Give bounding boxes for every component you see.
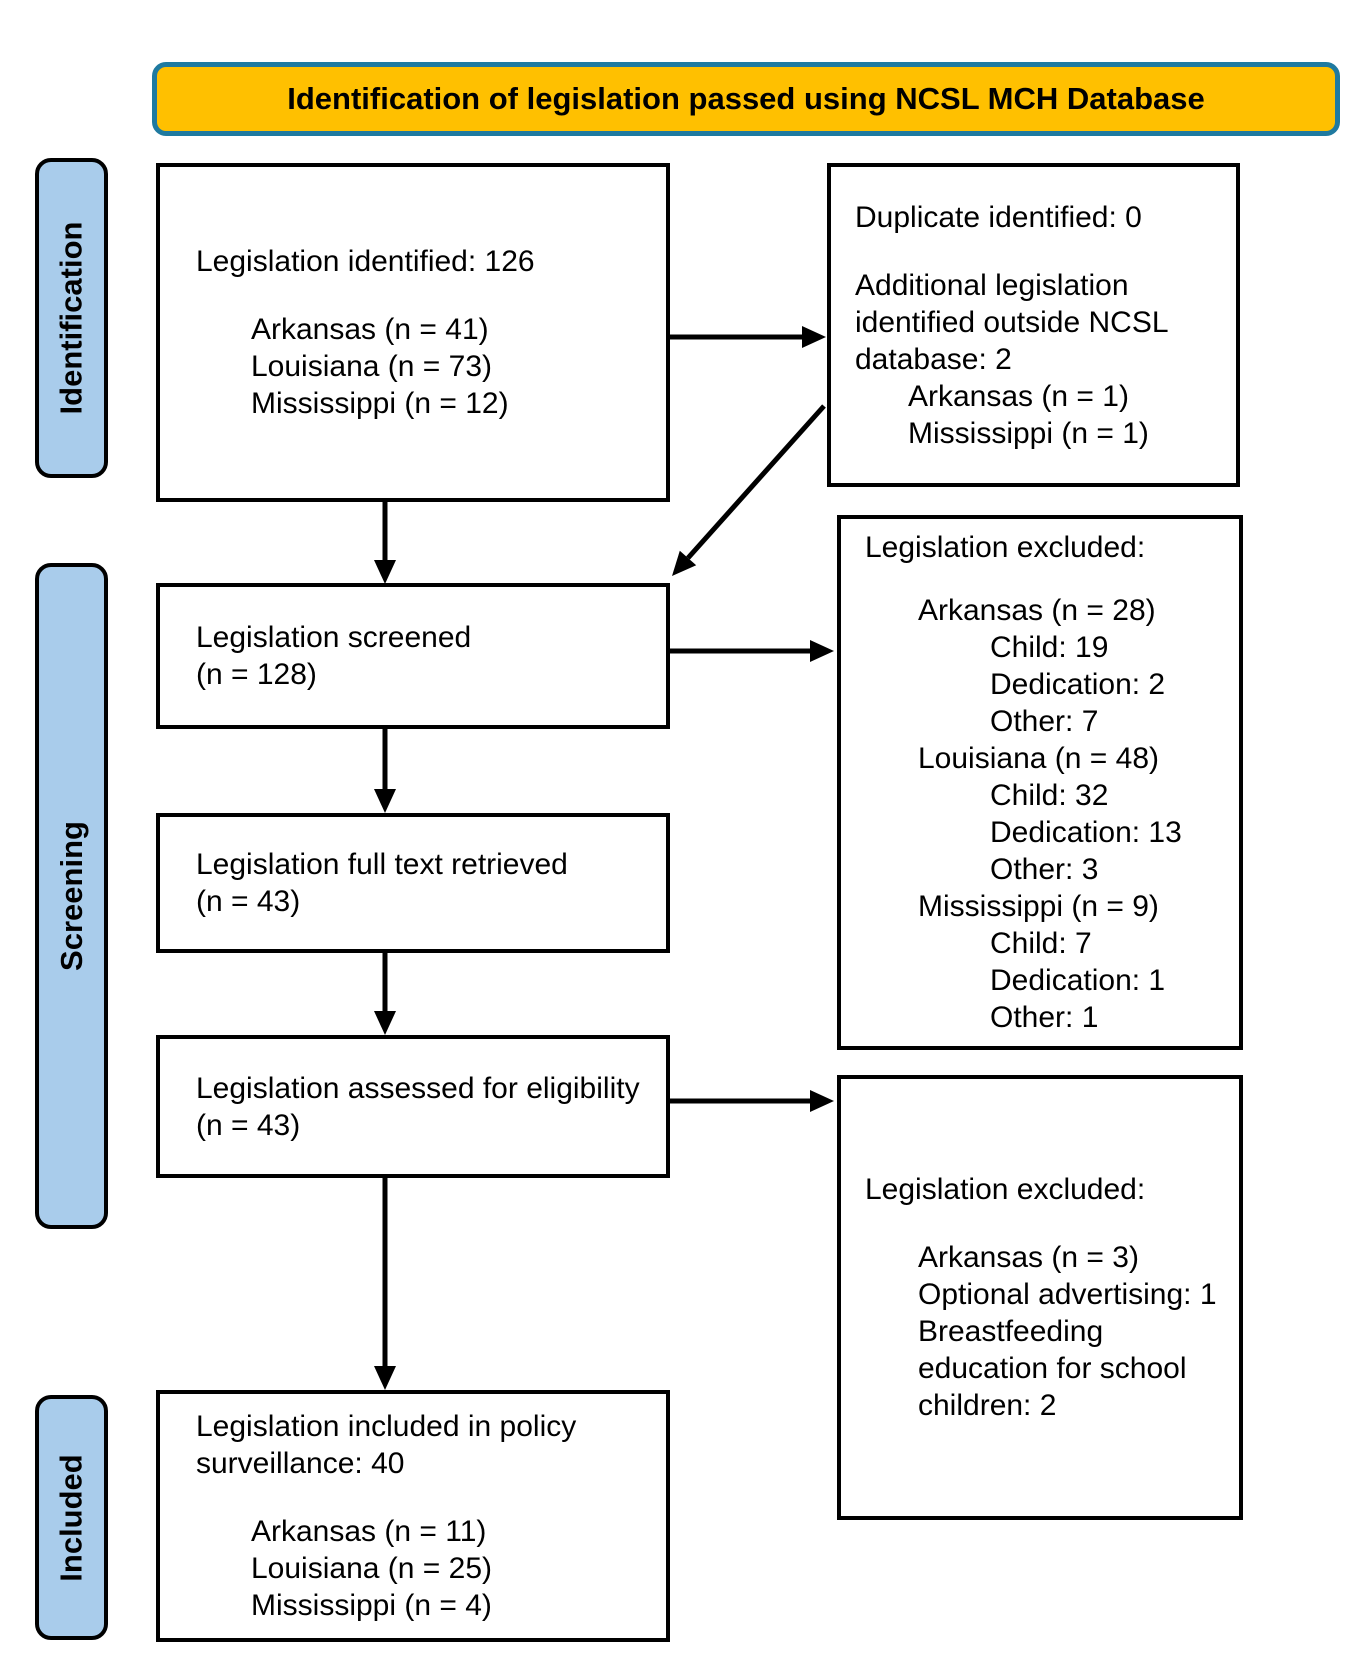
- additional-legislation-line: Additional legislation identified outsid…: [855, 268, 1168, 376]
- excluded-eligibility-optional-advertising: Optional advertising: 1: [918, 1278, 1217, 1311]
- stage-label-included-text: Included: [53, 1453, 89, 1582]
- fulltext-count: (n = 43): [196, 885, 301, 918]
- duplicates-line: Duplicate identified: 0: [855, 200, 1142, 234]
- excluded-reason: Dedication: 13: [990, 816, 1182, 849]
- fulltext-title: Legislation full text retrieved: [196, 848, 568, 881]
- identified-item-louisiana: Louisiana (n = 73): [251, 350, 492, 383]
- assessed-title: Legislation assessed for eligibility: [196, 1071, 640, 1105]
- identified-item-mississippi: Mississippi (n = 12): [251, 387, 509, 420]
- included-item-arkansas: Arkansas (n = 11): [251, 1515, 487, 1548]
- identified-title: Legislation identified: 126: [196, 245, 535, 278]
- spacer: [196, 280, 646, 311]
- identified-item-arkansas: Arkansas (n = 41): [251, 313, 489, 346]
- stage-label-identification: Identification: [35, 158, 108, 478]
- box-duplicates-additional: Duplicate identified: 0 Additional legis…: [827, 163, 1240, 487]
- arrow-screened-to-excluded: [670, 640, 834, 662]
- excluded-reason: Other: 1: [990, 1001, 1099, 1034]
- banner-title: Identification of legislation passed usi…: [152, 62, 1340, 136]
- arrow-fulltext-to-assessed: [374, 953, 396, 1035]
- box-fulltext-retrieved: Legislation full text retrieved (n = 43): [156, 813, 670, 953]
- excluded-state-arkansas: Arkansas (n = 28): [918, 594, 1156, 627]
- screened-title: Legislation screened: [196, 621, 472, 654]
- excluded-reason: Child: 7: [990, 927, 1092, 960]
- excluded-reason: Other: 3: [990, 853, 1099, 886]
- included-item-louisiana: Louisiana (n = 25): [251, 1552, 492, 1585]
- box-legislation-screened: Legislation screened (n = 128): [156, 583, 670, 729]
- excluded-screening-title: Legislation excluded:: [865, 531, 1146, 564]
- stage-label-identification-text: Identification: [53, 221, 89, 415]
- excluded-reason: Dedication: 2: [990, 668, 1166, 701]
- screened-count: (n = 128): [196, 658, 317, 691]
- arrow-identified-to-duplicates: [670, 326, 826, 348]
- spacer: [196, 1482, 646, 1513]
- excluded-reason: Child: 19: [990, 631, 1109, 664]
- arrow-assessed-to-included: [374, 1178, 396, 1390]
- excluded-reason: Dedication: 1: [990, 964, 1166, 997]
- excluded-eligibility-breastfeeding-education: Breastfeeding education for school child…: [918, 1315, 1187, 1422]
- included-title: Legislation included in policy surveilla…: [196, 1410, 577, 1480]
- excluded-state-mississippi: Mississippi (n = 9): [918, 890, 1159, 923]
- stage-label-included: Included: [35, 1395, 108, 1640]
- box-legislation-identified: Legislation identified: 126 Arkansas (n …: [156, 163, 670, 502]
- arrow-screened-to-fulltext: [374, 729, 396, 813]
- box-excluded-screening: Legislation excluded: Arkansas (n = 28) …: [837, 515, 1243, 1050]
- box-assessed-eligibility: Legislation assessed for eligibility (n …: [156, 1035, 670, 1178]
- duplicates-item-mississippi: Mississippi (n = 1): [908, 416, 1149, 450]
- arrow-identified-to-screened: [374, 502, 396, 584]
- assessed-count: (n = 43): [196, 1108, 301, 1142]
- spacer: [855, 236, 1218, 267]
- spacer: [865, 1208, 1221, 1239]
- excluded-reason: Other: 7: [990, 705, 1099, 738]
- included-item-mississippi: Mississippi (n = 4): [251, 1589, 492, 1622]
- stage-label-screening-text: Screening: [53, 821, 89, 971]
- stage-label-screening: Screening: [35, 563, 108, 1229]
- duplicates-item-arkansas: Arkansas (n = 1): [908, 379, 1129, 413]
- excluded-reason: Child: 32: [990, 779, 1109, 812]
- box-included-policy-surveillance: Legislation included in policy surveilla…: [156, 1390, 670, 1642]
- arrow-assessed-to-excluded-eligibility: [670, 1090, 834, 1112]
- excluded-eligibility-arkansas: Arkansas (n = 3): [918, 1241, 1139, 1274]
- spacer: [865, 566, 1221, 592]
- box-excluded-eligibility: Legislation excluded: Arkansas (n = 3) O…: [837, 1075, 1243, 1520]
- excluded-eligibility-title: Legislation excluded:: [865, 1173, 1146, 1206]
- arrow-duplicates-to-screened: [672, 404, 826, 576]
- banner-title-text: Identification of legislation passed usi…: [287, 81, 1205, 116]
- excluded-state-louisiana: Louisiana (n = 48): [918, 742, 1159, 775]
